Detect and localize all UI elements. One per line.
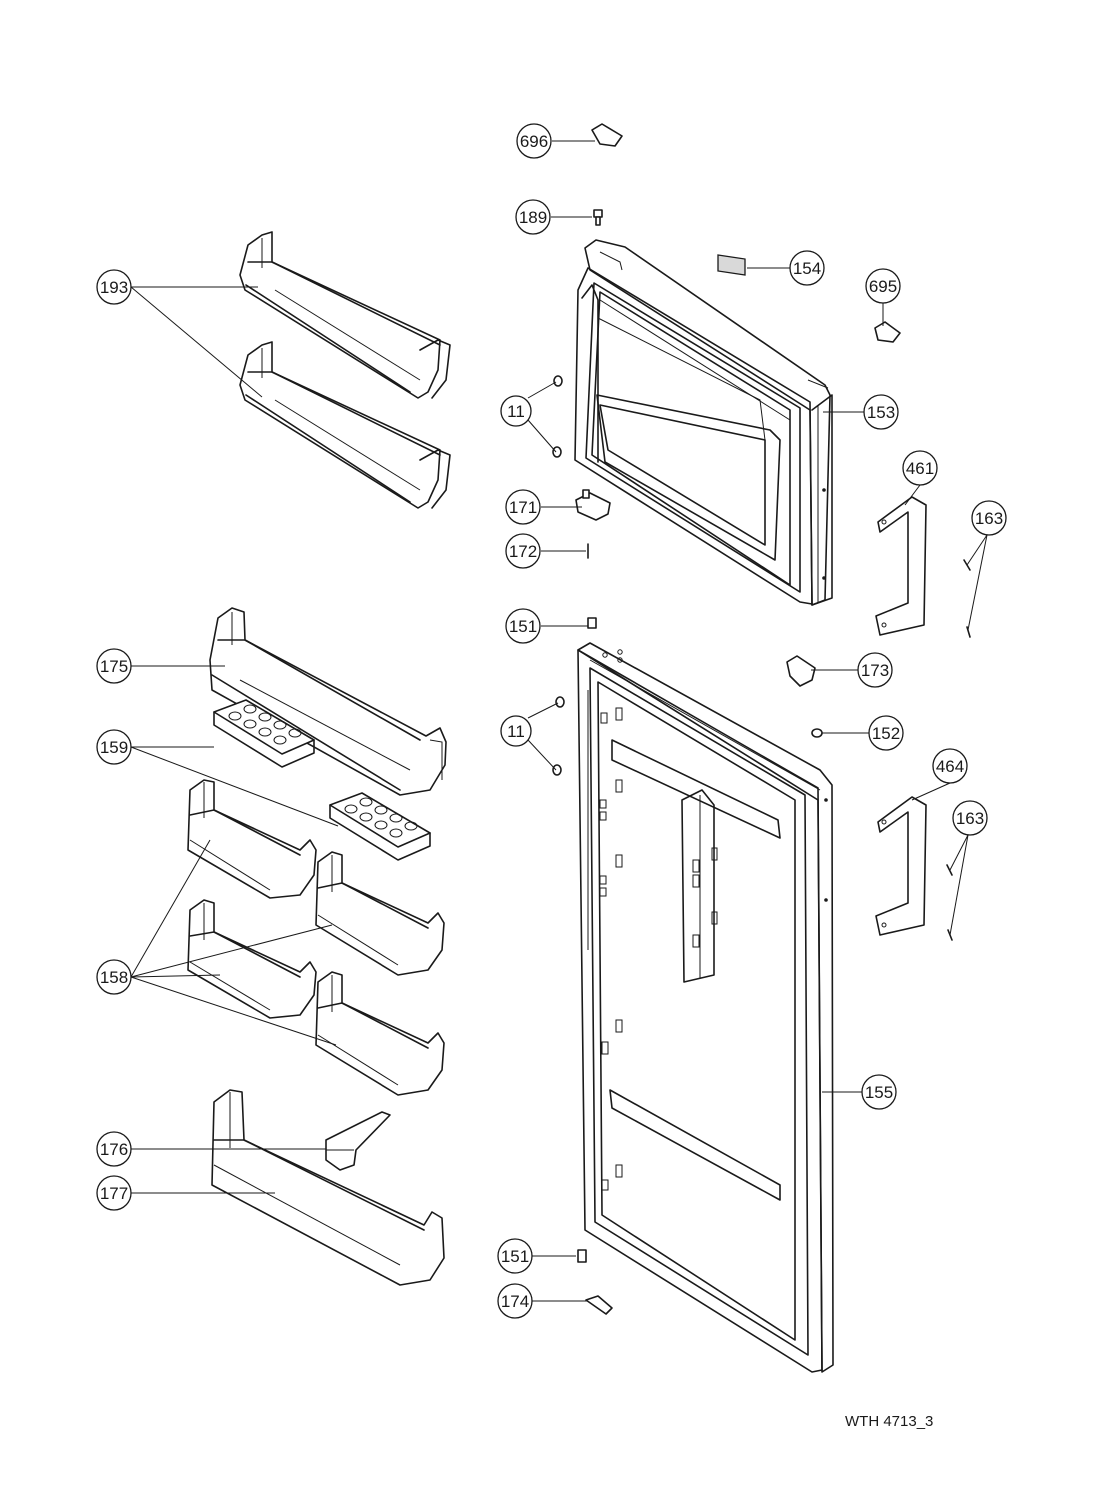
- svg-text:175: 175: [100, 657, 128, 676]
- callout-11-upper: 11: [500, 395, 532, 427]
- callout-155: 155: [861, 1074, 897, 1110]
- callout-173: 173: [857, 652, 893, 688]
- door-bin-193-lower: [239, 341, 451, 509]
- callout-189: 189: [515, 199, 551, 235]
- callout-695: 695: [865, 268, 901, 304]
- callout-152: 152: [868, 715, 904, 751]
- svg-text:154: 154: [793, 259, 821, 278]
- egg-tray-159-lower: [329, 792, 431, 861]
- svg-text:189: 189: [519, 208, 547, 227]
- svg-text:461: 461: [906, 459, 934, 478]
- handle-464: [875, 796, 927, 936]
- svg-text:151: 151: [501, 1247, 529, 1266]
- fridge-door-assembly: [577, 642, 834, 1373]
- svg-text:177: 177: [100, 1184, 128, 1203]
- svg-text:152: 152: [872, 724, 900, 743]
- svg-text:11: 11: [507, 402, 525, 421]
- svg-text:696: 696: [520, 132, 548, 151]
- door-bin-175: [209, 607, 447, 796]
- bottle-retainer-176: [325, 1111, 391, 1171]
- bottle-bin-177: [211, 1089, 445, 1286]
- svg-text:464: 464: [936, 757, 964, 776]
- svg-text:151: 151: [509, 617, 537, 636]
- callout-464: 464: [932, 748, 968, 784]
- callout-163-lower: 163: [952, 800, 988, 836]
- callout-193: 193: [96, 269, 132, 305]
- callout-11-lower: 11: [500, 715, 532, 747]
- door-bin-193-upper: [239, 231, 451, 399]
- callout-176: 176: [96, 1131, 132, 1167]
- callout-151-upper: 151: [505, 608, 541, 644]
- svg-text:173: 173: [861, 661, 889, 680]
- svg-text:174: 174: [501, 1292, 529, 1311]
- small-bin-158-4: [315, 971, 445, 1096]
- callout-158: 158: [96, 959, 132, 995]
- svg-text:163: 163: [956, 809, 984, 828]
- callout-177: 177: [96, 1175, 132, 1211]
- small-bin-158-2: [315, 851, 445, 976]
- svg-text:176: 176: [100, 1140, 128, 1159]
- callout-696: 696: [516, 123, 552, 159]
- callout-175: 175: [96, 648, 132, 684]
- handle-461: [875, 496, 927, 636]
- drawing-code: WTH 4713_3: [845, 1413, 933, 1430]
- egg-tray-159-upper: [213, 699, 315, 768]
- callout-154: 154: [789, 250, 825, 286]
- svg-text:158: 158: [100, 968, 128, 987]
- leader-lines: [130, 140, 988, 1302]
- callout-174: 174: [497, 1283, 533, 1319]
- callout-461: 461: [902, 450, 938, 486]
- callout-153: 153: [863, 394, 899, 430]
- callout-163-upper: 163: [971, 500, 1007, 536]
- svg-text:155: 155: [865, 1083, 893, 1102]
- svg-text:171: 171: [509, 498, 537, 517]
- freezer-door-assembly: [574, 239, 833, 606]
- svg-text:153: 153: [867, 403, 895, 422]
- callout-172: 172: [505, 533, 541, 569]
- small-bin-158-3: [187, 899, 317, 1019]
- small-hardware: [552, 123, 971, 1315]
- svg-text:163: 163: [975, 509, 1003, 528]
- small-bin-158-1: [187, 779, 317, 899]
- svg-text:172: 172: [509, 542, 537, 561]
- callout-151-lower: 151: [497, 1238, 533, 1274]
- callout-159: 159: [96, 729, 132, 765]
- svg-text:11: 11: [507, 722, 525, 741]
- svg-text:193: 193: [100, 278, 128, 297]
- callout-171: 171: [505, 489, 541, 525]
- svg-text:695: 695: [869, 277, 897, 296]
- svg-text:159: 159: [100, 738, 128, 757]
